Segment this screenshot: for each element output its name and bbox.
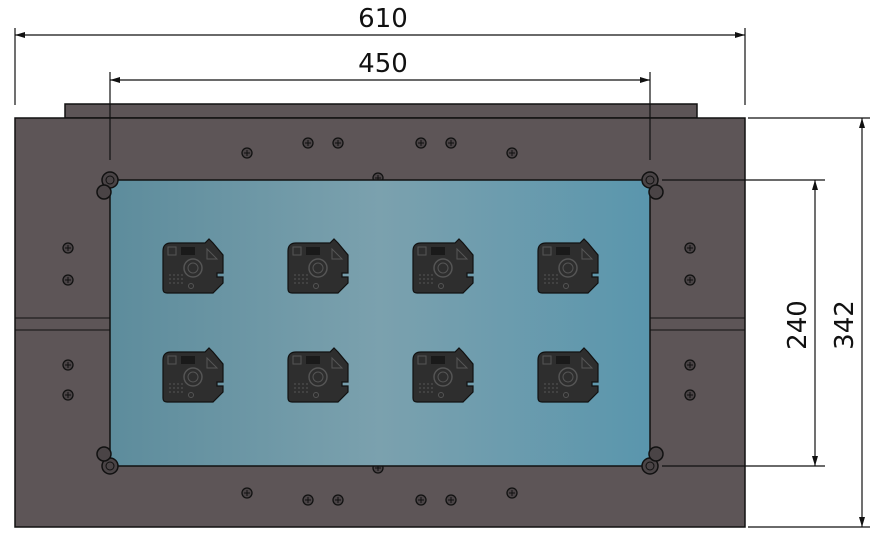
board-grid: [162, 238, 599, 403]
screw-icon: [241, 487, 253, 499]
screw-icon: [445, 137, 457, 149]
corner-clamps: [96, 171, 664, 475]
dimension-mount-height: [662, 179, 825, 467]
dimension-label-342: 342: [830, 300, 860, 350]
corner-clamp-icon: [96, 446, 119, 475]
dimension-overall-height: [748, 117, 870, 528]
screw-icon: [684, 274, 696, 286]
circuit-board-icon: [537, 238, 599, 294]
screw-icon: [332, 494, 344, 506]
screw-icon: [62, 389, 74, 401]
glass-panel: [109, 179, 651, 467]
screw-icon: [332, 137, 344, 149]
screw-icon: [302, 494, 314, 506]
circuit-board-icon: [287, 238, 349, 294]
dimension-label-610: 610: [358, 4, 408, 34]
screw-icon: [241, 147, 253, 159]
screw-icon: [302, 137, 314, 149]
dimension-overall-width: [14, 28, 746, 105]
screw-icon: [684, 242, 696, 254]
circuit-board-icon: [537, 347, 599, 403]
screw-icon: [415, 494, 427, 506]
screw-group: [62, 137, 696, 506]
screw-icon: [445, 494, 457, 506]
circuit-board-icon: [162, 347, 224, 403]
screw-icon: [62, 359, 74, 371]
dimension-label-450: 450: [358, 49, 408, 79]
screw-icon: [684, 389, 696, 401]
screw-icon: [62, 242, 74, 254]
top-rail: [64, 103, 698, 119]
screw-icon: [62, 274, 74, 286]
corner-clamp-icon: [641, 171, 664, 200]
screw-icon: [415, 137, 427, 149]
dimension-mount-width: [109, 72, 651, 160]
corner-clamp-icon: [641, 446, 664, 475]
circuit-board-icon: [412, 347, 474, 403]
screw-icon: [684, 359, 696, 371]
circuit-board-icon: [287, 347, 349, 403]
screw-icon: [506, 487, 518, 499]
screw-icon: [506, 147, 518, 159]
circuit-board-icon: [162, 238, 224, 294]
circuit-board-icon: [412, 238, 474, 294]
dimension-label-240: 240: [783, 300, 813, 350]
corner-clamp-icon: [96, 171, 119, 200]
